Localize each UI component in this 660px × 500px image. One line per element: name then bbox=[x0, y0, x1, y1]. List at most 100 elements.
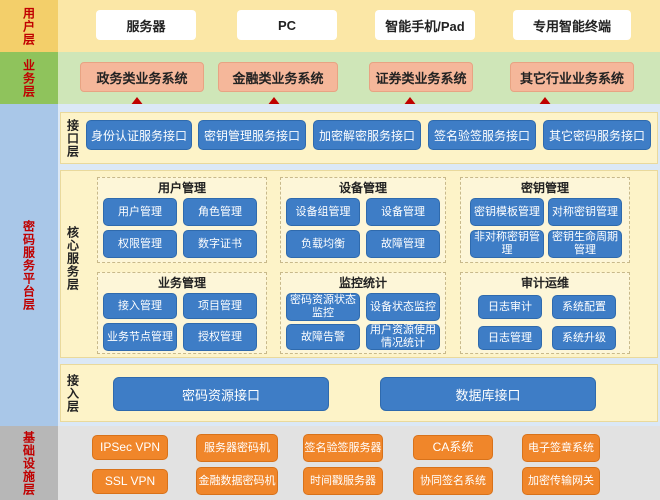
core-item-label: 业务节点管理 bbox=[107, 330, 173, 343]
group-title-text: 业务管理 bbox=[157, 275, 206, 290]
core-item: 角色管理 bbox=[183, 198, 257, 226]
core-item-label: 项目管理 bbox=[198, 299, 242, 312]
core-item: 非对称密钥管理 bbox=[470, 230, 544, 258]
interface-sign-verify: 签名验签服务接口 bbox=[428, 120, 536, 150]
group-title: 审计运维 bbox=[460, 274, 630, 290]
business-item-label: 政务类业务系统 bbox=[96, 70, 188, 86]
interface-item-label: 身份认证服务接口 bbox=[90, 128, 187, 143]
infra-item-label: 金融数据密码机 bbox=[198, 474, 276, 487]
infra-item-label: IPSec VPN bbox=[99, 440, 161, 454]
crypto-platform-layer-label-text: 密码服务平台层 bbox=[21, 219, 36, 311]
core-item: 负载均衡 bbox=[286, 230, 360, 258]
access-crypto-resource-interface: 密码资源接口 bbox=[113, 377, 329, 411]
core-item-label: 用户资源使用情况统计 bbox=[370, 324, 436, 349]
infra-e-seal-system: 电子签章系统 bbox=[522, 434, 600, 462]
core-item-label: 授权管理 bbox=[198, 330, 242, 343]
infra-item-label: SSL VPN bbox=[104, 474, 156, 488]
core-item-label: 故障告警 bbox=[301, 330, 345, 343]
group-title-text: 设备管理 bbox=[338, 180, 387, 195]
core-item: 系统升级 bbox=[552, 326, 616, 350]
infra-item-label: 服务器密码机 bbox=[204, 441, 270, 454]
access-item-label: 密码资源接口 bbox=[181, 387, 260, 403]
core-item-label: 角色管理 bbox=[198, 205, 242, 218]
core-item: 数字证书 bbox=[183, 230, 257, 258]
group-title: 业务管理 bbox=[97, 274, 267, 290]
infra-timestamp-server: 时间戳服务器 bbox=[303, 467, 383, 495]
interface-encrypt-decrypt: 加密解密服务接口 bbox=[313, 120, 421, 150]
group-title-text: 监控统计 bbox=[338, 275, 387, 290]
access-item-label: 数据库接口 bbox=[455, 387, 521, 403]
interface-item-label: 其它密码服务接口 bbox=[548, 128, 645, 143]
user-item-server: 服务器 bbox=[96, 10, 196, 40]
core-item: 密钥生命周期管理 bbox=[548, 230, 622, 258]
core-item: 故障管理 bbox=[366, 230, 440, 258]
infra-collaborative-sign-system: 协同签名系统 bbox=[413, 467, 493, 495]
access-database-interface: 数据库接口 bbox=[380, 377, 596, 411]
core-item: 故障告警 bbox=[286, 324, 360, 350]
user-layer-label: 用户层 bbox=[0, 0, 58, 52]
business-item-label: 其它行业业务系统 bbox=[519, 70, 624, 86]
interface-key-management: 密钥管理服务接口 bbox=[198, 120, 306, 150]
core-item-label: 日志管理 bbox=[488, 331, 532, 344]
core-item-label: 用户管理 bbox=[118, 205, 162, 218]
interface-layer-label-text: 接口层 bbox=[65, 118, 80, 158]
interface-item-label: 加密解密服务接口 bbox=[318, 128, 415, 143]
infra-item-label: 时间戳服务器 bbox=[310, 474, 376, 487]
group-title-text: 密钥管理 bbox=[520, 180, 569, 195]
core-service-label: 核心服务层 bbox=[62, 210, 84, 306]
interface-layer-label: 接口层 bbox=[62, 112, 84, 164]
core-item-label: 负载均衡 bbox=[301, 237, 345, 250]
infra-item-label: 协同签名系统 bbox=[420, 474, 486, 487]
infra-item-label: 加密传输网关 bbox=[528, 474, 594, 487]
core-item: 设备组管理 bbox=[286, 198, 360, 226]
core-item-label: 数字证书 bbox=[198, 237, 242, 250]
group-title: 用户管理 bbox=[97, 179, 267, 195]
group-title-text: 用户管理 bbox=[157, 180, 206, 195]
core-item-label: 密钥生命周期管理 bbox=[552, 231, 618, 256]
core-item: 密码资源状态监控 bbox=[286, 293, 360, 321]
infra-server-crypto-machine: 服务器密码机 bbox=[196, 434, 278, 462]
user-item-label: 服务器 bbox=[126, 18, 166, 34]
core-item-label: 设备状态监控 bbox=[370, 300, 436, 313]
infrastructure-layer-label-text: 基础设施层 bbox=[21, 430, 36, 496]
access-layer-label: 接入层 bbox=[62, 364, 84, 422]
business-item-other: 其它行业业务系统 bbox=[510, 62, 634, 92]
infrastructure-layer-label: 基础设施层 bbox=[0, 426, 58, 500]
business-item-government: 政务类业务系统 bbox=[80, 62, 204, 92]
access-layer-label-text: 接入层 bbox=[65, 373, 80, 413]
group-title-text: 审计运维 bbox=[520, 275, 569, 290]
infra-encrypted-transport-gateway: 加密传输网关 bbox=[522, 467, 600, 495]
infra-item-label: CA系统 bbox=[432, 440, 474, 454]
infra-ca-system: CA系统 bbox=[413, 435, 493, 460]
core-item-label: 系统配置 bbox=[562, 300, 606, 313]
core-item-label: 接入管理 bbox=[118, 299, 162, 312]
user-item-label: 专用智能终端 bbox=[532, 18, 611, 34]
infra-financial-crypto-machine: 金融数据密码机 bbox=[196, 467, 278, 495]
business-item-label: 证券类业务系统 bbox=[375, 70, 467, 86]
core-item: 设备状态监控 bbox=[366, 293, 440, 321]
user-layer-label-text: 用户层 bbox=[21, 6, 36, 46]
core-item: 日志审计 bbox=[478, 295, 542, 319]
interface-item-label: 密钥管理服务接口 bbox=[203, 128, 300, 143]
group-title: 设备管理 bbox=[280, 179, 446, 195]
core-item-label: 日志审计 bbox=[488, 300, 532, 313]
core-item-label: 故障管理 bbox=[381, 237, 425, 250]
user-item-label: PC bbox=[277, 17, 297, 33]
core-item: 用户管理 bbox=[103, 198, 177, 226]
core-item-label: 设备组管理 bbox=[295, 205, 351, 218]
group-title: 监控统计 bbox=[280, 274, 446, 290]
core-item: 授权管理 bbox=[183, 323, 257, 351]
user-item-dedicated-terminal: 专用智能终端 bbox=[513, 10, 631, 40]
core-item-label: 权限管理 bbox=[118, 237, 162, 250]
core-service-label-text: 核心服务层 bbox=[65, 225, 80, 291]
infra-sign-verify-server: 签名验签服务器 bbox=[303, 434, 383, 462]
core-item: 对称密钥管理 bbox=[548, 198, 622, 226]
core-item-label: 对称密钥管理 bbox=[552, 205, 618, 218]
infra-item-label: 电子签章系统 bbox=[528, 441, 594, 454]
interface-identity-auth: 身份认证服务接口 bbox=[86, 120, 192, 150]
core-item-label: 系统升级 bbox=[562, 331, 606, 344]
core-item-label: 密码资源状态监控 bbox=[290, 294, 356, 319]
infra-ssl-vpn: SSL VPN bbox=[92, 469, 168, 494]
core-item-label: 设备管理 bbox=[381, 205, 425, 218]
core-item-label: 非对称密钥管理 bbox=[474, 231, 540, 256]
